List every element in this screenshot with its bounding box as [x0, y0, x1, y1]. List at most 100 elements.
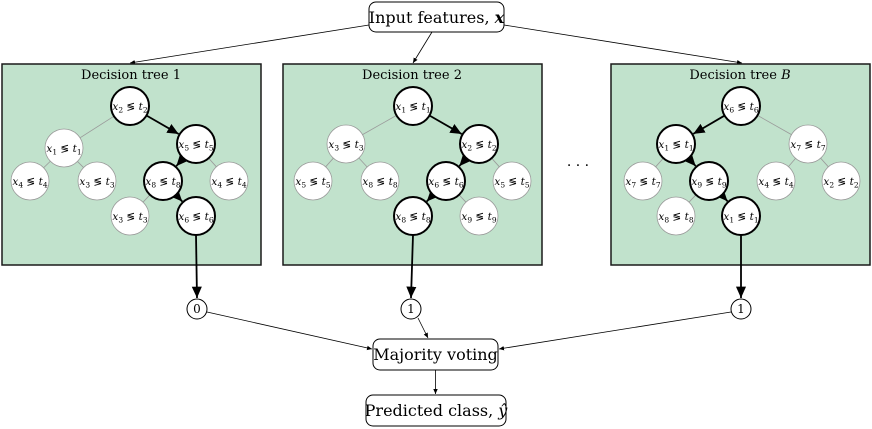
tree-edge	[820, 157, 829, 168]
decision-tree-1: Decision tree 1 x2 ≶ t2 x1 ≶ t1 x5 ≶ t5 x4 ≶…	[1, 63, 262, 299]
tree-node: x8 ≶ t8	[143, 161, 183, 201]
tree-node: x1 ≶ t1	[393, 86, 433, 126]
tree-node: x5 ≶ t5	[492, 161, 532, 201]
node-condition: x6 ≶ t6	[723, 101, 758, 115]
tree-node: x2 ≶ t2	[821, 161, 861, 201]
tree-output: 1	[400, 298, 422, 320]
vote-arrow	[417, 317, 429, 339]
node-condition: x8 ≶ t8	[362, 176, 397, 190]
tree-output-arrow	[406, 234, 417, 299]
tree-edge	[208, 157, 217, 168]
tree-output-value: 1	[737, 302, 745, 316]
trees-layer: Decision tree 1 x2 ≶ t2 x1 ≶ t1 x5 ≶ t5 x4 ≶…	[1, 63, 871, 351]
tree-edge	[788, 158, 796, 167]
node-condition: x1 ≶ t1	[658, 139, 693, 153]
input-features-label: Input features, x	[369, 8, 505, 27]
node-condition: x9 ≶ t9	[691, 176, 726, 190]
tree-title: Decision tree B	[689, 68, 790, 83]
decision-path-edge	[458, 154, 471, 167]
tree-edge	[358, 157, 368, 168]
tree-node: x9 ≶ t9	[459, 196, 499, 236]
decision-tree-2: Decision tree 2 x1 ≶ t1 x3 ≶ t3 x2 ≶ t2 x5 ≶…	[282, 63, 543, 299]
tree-node: x6 ≶ t6	[721, 86, 761, 126]
tree-edge	[458, 194, 467, 203]
tree-node: x1 ≶ t1	[721, 196, 761, 236]
node-condition: x3 ≶ t3	[79, 176, 114, 190]
decision-path-edge	[175, 154, 188, 167]
node-condition: x5 ≶ t5	[178, 139, 213, 153]
tree-node: x8 ≶ t8	[393, 196, 433, 236]
tree-output: 0	[186, 298, 208, 320]
node-condition: x4 ≶ t4	[758, 176, 793, 190]
tree-node: x4 ≶ t4	[209, 161, 249, 201]
node-condition: x8 ≶ t8	[145, 176, 180, 190]
node-condition: x4 ≶ t4	[12, 176, 47, 190]
tree-output: 1	[730, 298, 752, 320]
majority-voting-label: Majority voting	[373, 345, 498, 364]
decision-path-edge	[692, 114, 726, 135]
tree-edge	[655, 157, 664, 168]
tree-node: x1 ≶ t1	[656, 124, 696, 164]
node-condition: x2 ≶ t2	[823, 176, 858, 190]
decision-path-edge	[429, 114, 463, 135]
tree-node: x1 ≶ t1	[44, 128, 84, 168]
tree-node: x6 ≶ t6	[426, 161, 466, 201]
more-trees-ellipsis: · · ·	[567, 158, 589, 174]
tree-node: x7 ≶ t7	[788, 124, 828, 164]
tree-edge	[79, 115, 115, 139]
tree-edge	[491, 157, 500, 168]
tree-node: x8 ≶ t8	[360, 161, 400, 201]
tree-node: x3 ≶ t3	[77, 161, 117, 201]
node-condition: x8 ≶ t8	[395, 211, 430, 225]
tree-node: x6 ≶ t6	[176, 196, 216, 236]
node-condition: x1 ≶ t1	[723, 211, 758, 225]
node-condition: x2 ≶ t2	[112, 101, 147, 115]
tree-node: x2 ≶ t2	[110, 86, 150, 126]
node-condition: x1 ≶ t1	[395, 101, 430, 115]
tree-title: Decision tree 1	[81, 68, 181, 83]
node-condition: x3 ≶ t3	[328, 139, 363, 153]
node-condition: x7 ≶ t7	[790, 139, 825, 153]
tree-edge	[43, 160, 51, 169]
input-features-box: Input features, x	[368, 1, 505, 33]
tree-output-value: 0	[193, 302, 201, 316]
node-condition: x4 ≶ t4	[211, 176, 246, 190]
tree-output-arrow	[191, 234, 202, 299]
node-condition: x8 ≶ t8	[658, 211, 693, 225]
tree-edge	[325, 157, 334, 168]
node-condition: x5 ≶ t5	[295, 176, 330, 190]
tree-node: x8 ≶ t8	[656, 196, 696, 236]
tree-node: x5 ≶ t5	[293, 161, 333, 201]
tree-edge	[362, 115, 397, 135]
tree-node: x2 ≶ t2	[459, 124, 499, 164]
vote-arrow	[206, 311, 373, 351]
decision-path-edge	[426, 189, 439, 203]
tree-node: x3 ≶ t3	[326, 124, 366, 164]
tree-edge	[688, 194, 697, 203]
tree-node: x9 ≶ t9	[689, 161, 729, 201]
node-condition: x1 ≶ t1	[46, 143, 81, 157]
node-condition: x2 ≶ t2	[461, 139, 496, 153]
tree-title: Decision tree 2	[362, 68, 462, 83]
tree-node: x3 ≶ t3	[110, 196, 150, 236]
node-condition: x9 ≶ t9	[461, 211, 496, 225]
decision-tree-3: Decision tree B x6 ≶ t6 x1 ≶ t1 x7 ≶ t7 x7 ≶…	[610, 63, 871, 298]
tree-output-value: 1	[407, 302, 415, 316]
predicted-class-label: Predicted class, ŷ	[365, 401, 509, 420]
tree-node: x4 ≶ t4	[756, 161, 796, 201]
decision-path-edge	[684, 154, 697, 167]
vote-arrow	[498, 311, 732, 351]
tree-node: x7 ≶ t7	[623, 161, 663, 201]
node-condition: x7 ≶ t7	[625, 176, 660, 190]
tree-edge	[757, 115, 792, 135]
node-condition: x5 ≶ t5	[494, 176, 529, 190]
tree-edge	[142, 194, 151, 203]
tree-node: x5 ≶ t5	[176, 124, 216, 164]
node-condition: x6 ≶ t6	[428, 176, 463, 190]
node-condition: x3 ≶ t3	[112, 211, 147, 225]
tree-edge	[77, 161, 84, 168]
predicted-class-box: Predicted class, ŷ	[365, 394, 509, 427]
majority-voting-box: Majority voting	[372, 338, 499, 371]
